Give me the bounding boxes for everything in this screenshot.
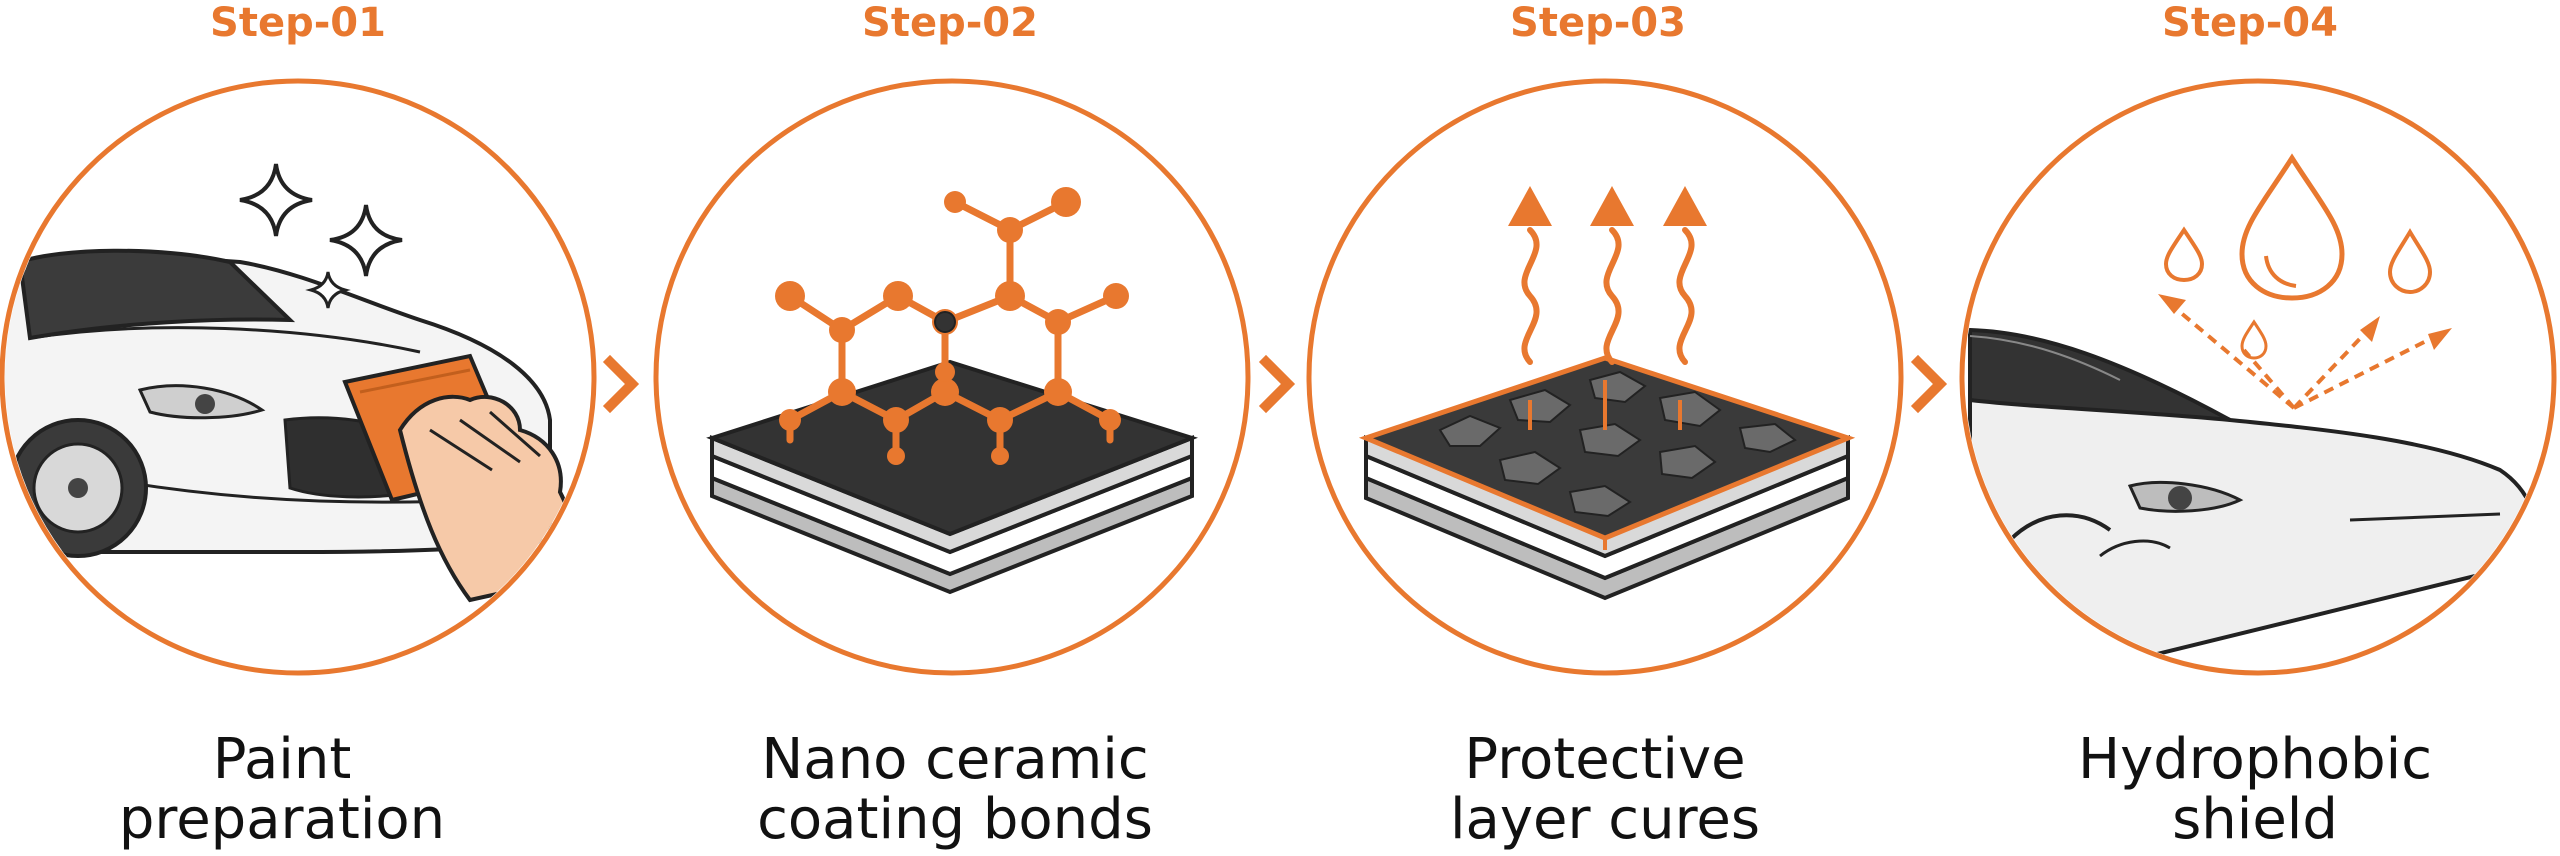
step-1: Step-01: [0, 0, 597, 852]
step-3-label: Step-03: [1510, 0, 1686, 46]
step-4-label: Step-04: [2162, 0, 2338, 46]
step-2-caption-line-2: coating bonds: [757, 787, 1153, 852]
step-2-caption-line-1: Nano ceramic: [761, 727, 1148, 792]
step-3: Step-03: [1306, 0, 1904, 852]
step-1-label: Step-01: [210, 0, 386, 46]
molecule-layer-icon: [706, 187, 1198, 595]
step-4: Step-04: [1959, 0, 2557, 852]
curing-layer-icon: [1358, 186, 1856, 601]
step-1-caption-line-1: Paint: [213, 727, 352, 792]
water-drops-car-icon: [1968, 153, 2543, 670]
step-4-caption-line-2: shield: [2172, 787, 2338, 852]
step-3-caption-line-1: Protective: [1464, 727, 1745, 792]
chevron-right-icon: [602, 354, 640, 414]
step-1-caption-line-2: preparation: [119, 787, 445, 852]
car-polishing-icon: [5, 163, 574, 603]
chevron-right-icon: [1258, 354, 1296, 414]
step-2: Step-02: [653, 0, 1251, 852]
step-2-label: Step-02: [862, 0, 1038, 46]
step-3-caption-line-2: layer cures: [1450, 787, 1760, 852]
chevron-right-icon: [1910, 354, 1948, 414]
step-4-caption-line-1: Hydrophobic: [2078, 727, 2432, 792]
